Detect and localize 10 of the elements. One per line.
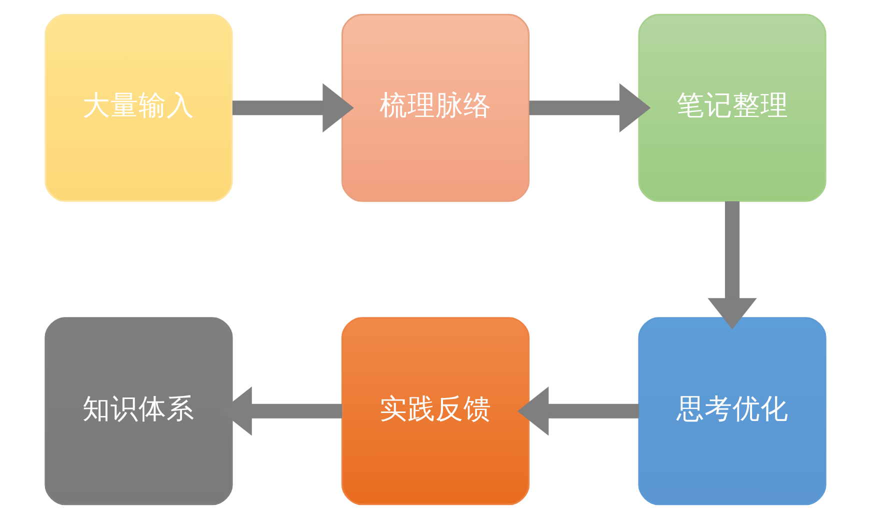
arrow bbox=[517, 386, 639, 436]
arrow bbox=[708, 201, 757, 330]
arrow bbox=[529, 83, 651, 132]
node-box: 笔记整理 bbox=[638, 14, 826, 202]
node-box: 思考优化 bbox=[638, 317, 826, 506]
node-box: 梳理脉络 bbox=[341, 14, 530, 202]
arrow bbox=[232, 83, 354, 132]
node-box: 知识体系 bbox=[44, 317, 233, 506]
node-box: 大量输入 bbox=[44, 14, 233, 202]
node-box: 实践反馈 bbox=[341, 317, 530, 506]
